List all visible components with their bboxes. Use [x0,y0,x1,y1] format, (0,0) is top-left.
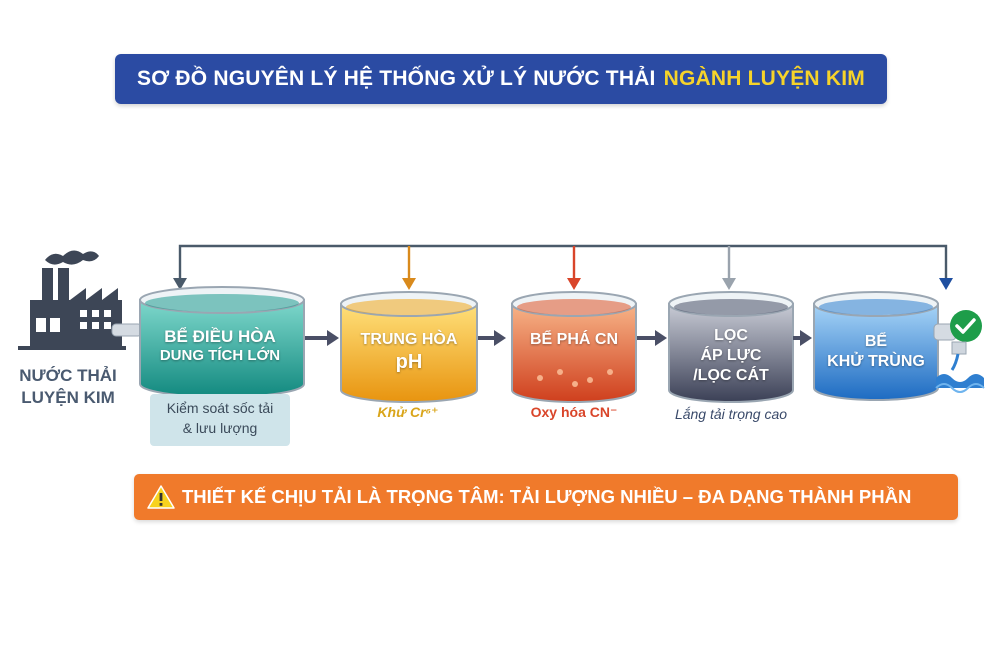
tank-label-filter: LỌC ÁP LỰC /LỌC CÁT [693,327,769,384]
feed-arrow-4 [722,246,736,290]
tank-5 [813,291,939,401]
tank-label-equalization: BỂ ĐIỀU HÒA DUNG TÍCH LỚN [159,327,281,365]
feed-arrow-2 [402,246,416,290]
note-filter: Lắng tải trọng cao [674,406,788,422]
flow-arrow-3 [637,330,667,346]
water-wave-icon [935,341,985,393]
sediment-particle [537,375,543,381]
tank-label-neutralization: TRUNG HÒA pH [360,331,458,373]
flow-arrow-4 [793,330,812,346]
factory-icon [18,250,143,350]
warning-banner: THIẾT KẾ CHỊU TẢI LÀ TRỌNG TÂM: TẢI LƯỢN… [134,474,958,520]
feed-arrow-5 [939,278,953,290]
tank-4 [668,291,794,403]
tank-label-disinfection: BỂ KHỬ TRÙNG [827,333,925,370]
title-main: SƠ ĐỒ NGUYÊN LÝ HỆ THỐNG XỬ LÝ NƯỚC THẢI [137,67,656,90]
tank-1 [139,286,305,398]
tank-label-cyanide: BỂ PHÁ CN [529,331,618,348]
sediment-particle [572,381,578,387]
sediment-particle [587,377,593,383]
flow-arrow-2 [478,330,506,346]
warning-text: THIẾT KẾ CHỊU TẢI LÀ TRỌNG TÂM: TẢI LƯỢN… [182,486,912,507]
feed-arrow-3 [567,246,581,290]
sediment-particle [557,369,563,375]
source-label: NƯỚC THẢI LUYỆN KIM [19,366,117,408]
title-highlight: NGÀNH LUYỆN KIM [663,67,865,90]
page-title: SƠ ĐỒ NGUYÊN LÝ HỆ THỐNG XỬ LÝ NƯỚC THẢI… [115,54,887,104]
warning-icon [146,484,176,510]
note-equalization: Kiểm soát sốc tải & lưu lượng [150,394,290,446]
note-cyanide: Oxy hóa CN⁻ [530,404,618,420]
check-icon [950,310,982,342]
tank-3 [511,291,637,403]
feed-arrow-1 [173,278,187,290]
note-neutralization: Khử Cr⁶⁺ [377,404,439,420]
sediment-particle [607,369,613,375]
tank-2 [340,291,478,403]
feed-line [178,244,948,282]
flow-arrow-1 [305,330,339,346]
